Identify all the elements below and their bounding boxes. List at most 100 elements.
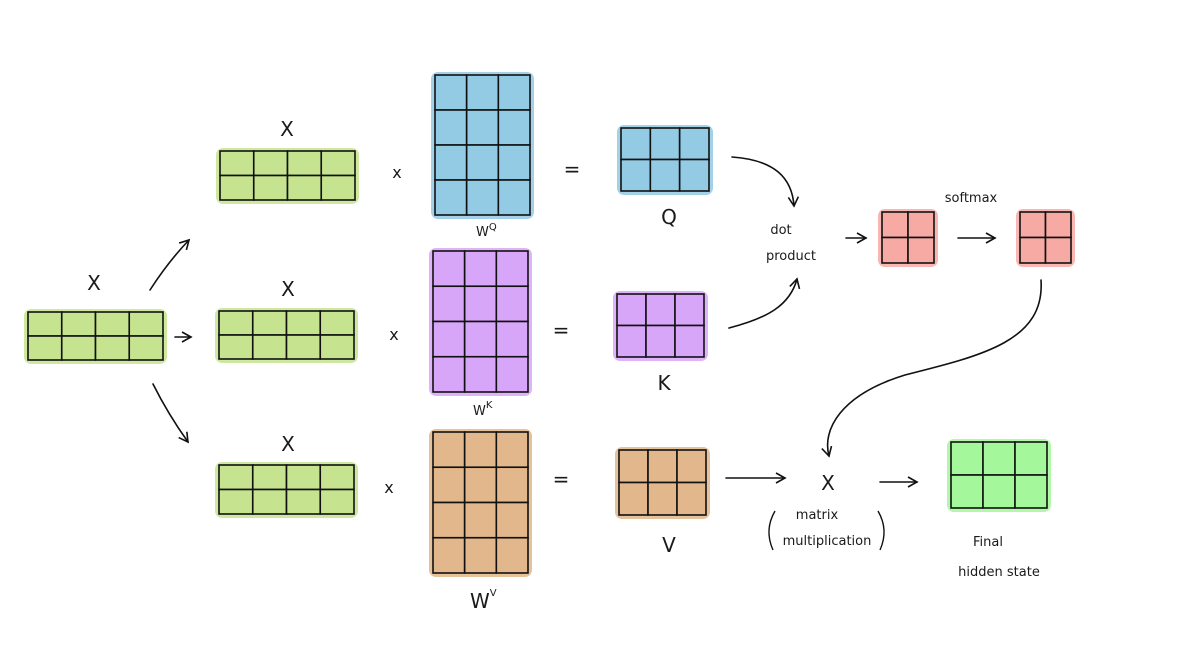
matrix-cell: [678, 127, 710, 161]
multiplication-symbol: X: [821, 471, 835, 495]
matrix-cell: [881, 211, 909, 239]
attention-scores-matrix: [878, 209, 938, 267]
matrix-cell: [647, 449, 678, 484]
matrix-cell: [218, 464, 254, 491]
matrix-cell: [465, 144, 500, 181]
matrix-cell: [285, 488, 322, 515]
matrix-cell: [286, 174, 323, 201]
matrix-cell: [432, 320, 466, 358]
matrix-cell: [495, 501, 529, 539]
matrix-cell: [251, 310, 288, 336]
matrix-cell: [218, 334, 254, 360]
x-matrix-key-branch: [215, 308, 358, 363]
matrix-cell: [618, 449, 649, 484]
matrix-cell: [432, 250, 466, 288]
matrix-cell: [286, 150, 323, 177]
matrix-cell: [950, 441, 984, 476]
matrix-cell: [1014, 441, 1048, 476]
matrix-cell: [27, 311, 63, 337]
matrix-cell: [463, 320, 498, 358]
final-hidden-state-matrix: [947, 439, 1051, 512]
matrix-cell: [252, 150, 289, 177]
matrix-cell: [432, 431, 466, 469]
k-label: K: [657, 371, 671, 395]
matrix-cell: [463, 285, 498, 323]
v-label: V: [662, 533, 676, 557]
matrix-cell: [907, 236, 935, 264]
matrix-cell: [27, 335, 63, 361]
matrix-cell: [463, 431, 498, 469]
matrix-cell: [1019, 211, 1047, 239]
matrix-cell: [251, 334, 288, 360]
matrix-cell: [620, 127, 652, 161]
arrow-softmax-to-multiplication: [821, 279, 1042, 458]
matrix-cell: [616, 293, 647, 327]
x-label-query-branch: X: [280, 117, 294, 141]
matrix-cell: [463, 355, 498, 393]
matrix-cell: [1044, 236, 1072, 264]
dot-label: dot: [770, 223, 791, 238]
matrix-cell: [950, 474, 984, 509]
wv-weight-matrix: [429, 429, 532, 577]
matrix-cell: [618, 481, 649, 516]
matrix-cell: [60, 311, 97, 337]
multiplication-label: multiplication: [783, 534, 872, 549]
times-sign-query: x: [392, 163, 401, 182]
matrix-cell: [434, 74, 468, 111]
arrow-k-to-dot-product: [728, 277, 801, 329]
matrix-cell: [434, 144, 468, 181]
matrix-cell: [465, 109, 500, 146]
matrix-cell: [676, 481, 707, 516]
matrix-cell: [319, 464, 355, 491]
matrix-cell: [1019, 236, 1047, 264]
matrix-cell: [60, 335, 97, 361]
matrix-cell: [319, 334, 355, 360]
x-label-value-branch: X: [281, 432, 295, 456]
right-parenthesis: [877, 510, 885, 551]
matrix-cell: [94, 335, 131, 361]
matrix-cell: [678, 158, 710, 192]
matrix-cell: [497, 109, 531, 146]
input-matrix-x: [24, 309, 167, 364]
matrix-cell: [320, 150, 356, 177]
equals-sign-value: =: [553, 467, 570, 491]
arrow-to-value-branch: [152, 383, 189, 444]
final-label: Final: [973, 535, 1003, 550]
wv-label: WV: [470, 588, 497, 613]
matrix-cell: [674, 324, 705, 358]
matrix-cell: [495, 320, 529, 358]
softmax-scores-matrix: [1016, 209, 1075, 267]
matrix-cell: [432, 466, 466, 504]
matrix-cell: [497, 179, 531, 216]
matrix-cell: [432, 285, 466, 323]
matrix-cell: [251, 488, 288, 515]
matrix-cell: [620, 158, 652, 192]
matrix-cell: [465, 179, 500, 216]
matrix-cell: [649, 127, 681, 161]
matrix-cell: [319, 488, 355, 515]
matrix-cell: [463, 466, 498, 504]
product-label: product: [766, 249, 816, 264]
matrix-cell: [1044, 211, 1072, 239]
matrix-cell: [218, 310, 254, 336]
wq-weight-matrix: [431, 72, 534, 219]
matrix-cell: [251, 464, 288, 491]
matrix-cell: [463, 501, 498, 539]
matrix-cell: [676, 449, 707, 484]
matrix-cell: [907, 211, 935, 239]
matrix-cell: [495, 536, 529, 574]
matrix-cell: [432, 355, 466, 393]
arrow-q-to-dot-product: [731, 156, 800, 208]
x-label-key-branch: X: [281, 277, 295, 301]
matrix-cell: [434, 179, 468, 216]
matrix-cell: [497, 144, 531, 181]
softmax-label: softmax: [945, 191, 998, 206]
x-label-input: X: [87, 271, 101, 295]
matrix-label: matrix: [796, 508, 839, 523]
matrix-cell: [128, 335, 164, 361]
matrix-cell: [616, 324, 647, 358]
hidden-state-label: hidden state: [958, 565, 1040, 580]
left-parenthesis: [768, 510, 776, 551]
matrix-cell: [252, 174, 289, 201]
matrix-cell: [285, 310, 322, 336]
